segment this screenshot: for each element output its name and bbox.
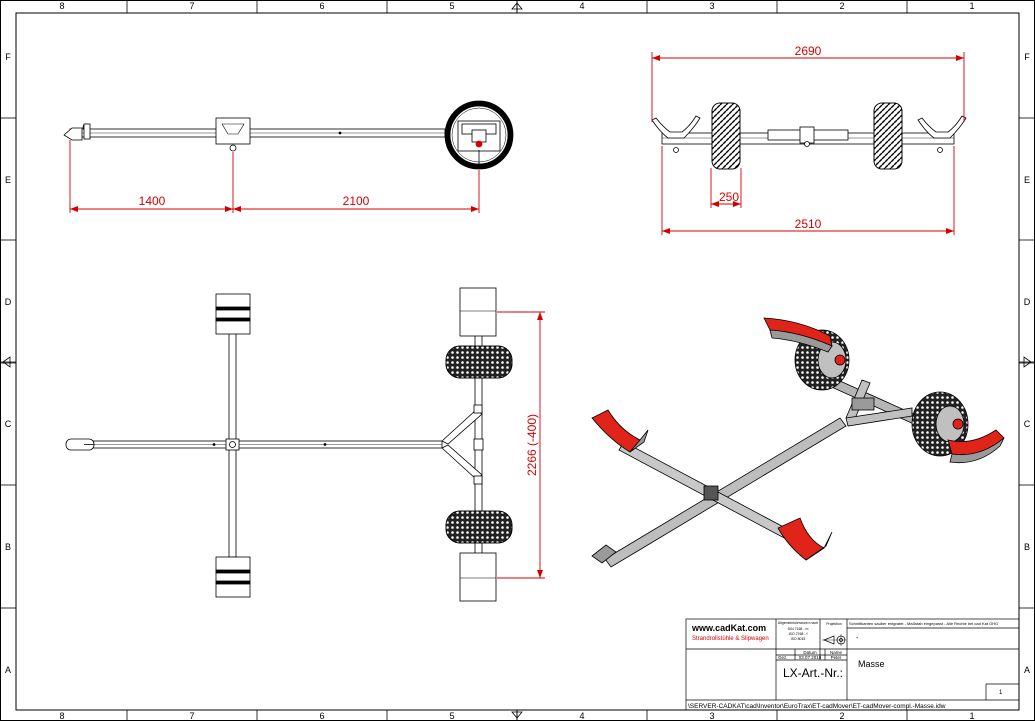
border-row-label: B (1024, 542, 1030, 552)
centering-mark-bottom (511, 710, 523, 720)
centering-mark-left (1, 356, 16, 368)
dim-axle-track: 2510 (795, 217, 822, 231)
border-column-label: 8 (59, 1, 64, 11)
border-row-label: B (5, 542, 11, 552)
side-view (63, 100, 514, 170)
side-view-wheel (444, 100, 514, 170)
dimension-labels: 2690 250 2510 1400 2100 2266 (-400) (139, 44, 822, 476)
border-column-label: 6 (319, 711, 324, 721)
border-column-label: 2 (839, 711, 844, 721)
dim-chock-span: 2266 (-400) (525, 414, 539, 476)
border-row-label: E (5, 175, 11, 185)
border-row-label: A (5, 665, 11, 675)
tb-tolerance-2: ISO 2768 - f (789, 632, 808, 636)
border-column-label: 3 (709, 711, 714, 721)
centering-mark-top (511, 1, 523, 13)
border-column-label: 1 (969, 1, 974, 11)
tb-file-path: \SERVER-CADKAT\cad\Inventor\EuroTrax\ET-… (688, 703, 946, 710)
border-row-label: F (5, 52, 11, 62)
tb-date-label: Datum (803, 650, 817, 655)
tb-material: - (856, 635, 859, 642)
border-column-label: 1 (969, 711, 974, 721)
tb-tolerance-1: DIN 7168 - m (788, 627, 809, 631)
border-row-label: C (1024, 419, 1031, 429)
border-column-label: 4 (579, 711, 584, 721)
tb-name-value: Peter (831, 655, 842, 660)
tb-projection-label: Projektion (826, 622, 842, 626)
border-row-label: E (1024, 175, 1030, 185)
tb-name-label: Name (830, 650, 843, 655)
border-column-label: 5 (449, 1, 454, 11)
border-row-label: C (5, 419, 12, 429)
border-column-label: 6 (319, 1, 324, 11)
centering-mark-right (1019, 356, 1034, 368)
tb-logo: www.cadKat.com (691, 623, 766, 633)
tb-article-label: LX-Art.-Nr.: (783, 666, 843, 680)
isometric-view (591, 317, 1005, 568)
border-row-label: D (5, 297, 12, 307)
title-block (685, 618, 1020, 711)
dim-front-to-cross: 1400 (139, 194, 166, 208)
border-row-label: D (1024, 297, 1031, 307)
tb-title: Masse (858, 659, 885, 669)
border-column-label: 7 (189, 1, 194, 11)
title-block-text: www.cadKat.com Strandrollstühle & Slipwa… (688, 621, 1003, 710)
tb-date-value: 03.07.2019 (799, 655, 822, 660)
border-row-label: F (1024, 52, 1030, 62)
dimension-lines (69, 52, 965, 579)
tb-tolerance-3: ISO 8015 (791, 637, 806, 641)
front-view (651, 102, 967, 170)
tb-slogan: Strandrollstühle & Slipwagen (692, 636, 769, 642)
border-row-label: A (1024, 665, 1030, 675)
dim-overall-width: 2690 (795, 44, 822, 58)
border-column-label: 4 (579, 1, 584, 11)
border-column-label: 3 (709, 1, 714, 11)
dim-wheel-width: 250 (719, 190, 739, 204)
tb-drawn-label: Gez. (778, 655, 788, 660)
plan-view (65, 287, 513, 602)
border-column-label: 7 (189, 711, 194, 721)
border-column-label: 2 (839, 1, 844, 11)
tb-sheet-number: 1 (999, 690, 1003, 696)
border-column-label: 5 (449, 711, 454, 721)
tb-rights-note: Schnittkanten sauber entgratet - Maßstab… (849, 621, 998, 626)
border-column-label: 8 (59, 711, 64, 721)
tb-tolerances-head: Allgemeintoleranzen nach (778, 621, 818, 625)
dim-cross-to-axle: 2100 (343, 194, 370, 208)
